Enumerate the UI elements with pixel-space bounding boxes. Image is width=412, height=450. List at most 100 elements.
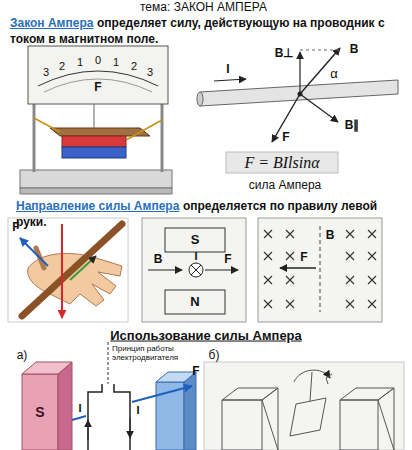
current-label: I xyxy=(226,63,229,77)
pole-label: N xyxy=(190,295,199,310)
drawing-stroke xyxy=(346,300,354,308)
drawing-stroke xyxy=(62,136,126,147)
vector-label: B∥ xyxy=(345,119,360,133)
drawing-stroke xyxy=(204,362,404,450)
vector-label: F xyxy=(12,221,19,235)
drawing-stroke xyxy=(165,290,225,314)
drawing-stroke xyxy=(300,50,340,51)
drawing-stroke xyxy=(264,230,272,238)
vector-label: B xyxy=(326,229,335,243)
drawing-stroke xyxy=(320,226,321,312)
drawing-stroke xyxy=(8,218,128,322)
drawing-stroke xyxy=(286,252,294,260)
drawing-stroke xyxy=(286,300,294,308)
drawing-stroke xyxy=(264,276,272,284)
vector-label: F xyxy=(300,251,307,265)
drawing-stroke xyxy=(300,48,340,94)
drawing-stroke xyxy=(294,370,330,382)
drawing-stroke xyxy=(346,230,354,238)
figure-note: Принцип работы электродвигателя xyxy=(112,344,200,362)
scale-number: 3 xyxy=(147,66,153,79)
drawing-stroke xyxy=(156,372,196,382)
text-paragraph: Закон Ампераопределяет силу, действующую… xyxy=(10,16,404,47)
drawing-stroke xyxy=(28,46,168,104)
item-letter: б) xyxy=(209,349,220,363)
conductor-vectors xyxy=(197,48,398,173)
page-title: тема: ЗАКОН АМПЕРА xyxy=(140,1,267,15)
drawing-stroke xyxy=(264,300,272,308)
drawing-stroke xyxy=(61,224,63,318)
drawing-stroke xyxy=(88,420,89,440)
drawing-stroke xyxy=(310,372,312,401)
meter-letter: F xyxy=(94,81,101,95)
drawing-stroke xyxy=(126,120,162,140)
drawing-stroke xyxy=(22,224,122,316)
text-paragraph: Направление силы Ампераопределяется по п… xyxy=(16,199,406,230)
scale-number: 0 xyxy=(95,54,101,67)
angle-label: α xyxy=(330,67,338,82)
drawing-stroke xyxy=(184,372,196,450)
formula-caption: сила Ампера xyxy=(249,179,322,193)
drawing-stroke xyxy=(130,418,131,438)
current-label: I xyxy=(194,250,197,263)
pole-label: S xyxy=(191,233,200,248)
vector-label: B xyxy=(350,43,359,57)
drawing-stroke xyxy=(258,218,382,322)
ampere-instrument xyxy=(20,46,172,194)
scale-number: 2 xyxy=(131,60,137,73)
drawing-stroke xyxy=(340,400,378,450)
scale-number: 2 xyxy=(59,60,65,73)
drawing-stroke xyxy=(368,276,376,284)
drawing-stroke xyxy=(326,374,332,384)
scale-number: 1 xyxy=(113,56,119,69)
drawing-stroke xyxy=(368,300,376,308)
drawing-stroke xyxy=(142,218,246,322)
current-label: I xyxy=(78,402,81,415)
vector-label: F xyxy=(224,253,231,267)
drawing-stroke xyxy=(132,386,192,402)
drawing-stroke xyxy=(200,80,398,106)
drawing-stroke xyxy=(378,388,394,450)
drawing-stroke xyxy=(280,267,316,268)
current-label: I xyxy=(136,404,139,417)
drawing-stroke xyxy=(22,374,58,450)
item-letter: а) xyxy=(17,349,28,363)
drawing-stroke xyxy=(88,384,130,450)
vector-label: B⊥ xyxy=(275,47,294,61)
drawing-stroke xyxy=(300,94,338,122)
drawing-stroke xyxy=(222,400,262,450)
drawing-stroke xyxy=(214,79,246,81)
drawing-stroke xyxy=(286,230,294,238)
drawing-stroke xyxy=(189,263,203,277)
scale-number: 1 xyxy=(77,56,83,69)
drawing-stroke xyxy=(161,104,164,172)
drawing-stroke xyxy=(20,238,48,266)
drawing-stroke xyxy=(368,252,376,260)
drawing-stroke xyxy=(262,388,278,450)
pole-label: S xyxy=(35,404,44,420)
section-heading: Использование силы Ампера xyxy=(110,329,302,344)
left-hand-rule xyxy=(8,218,128,322)
drawing-stroke xyxy=(340,388,394,400)
vector-label: F xyxy=(282,131,289,145)
drawing-stroke xyxy=(346,252,354,260)
field-crosses xyxy=(258,218,382,322)
drawing-stroke xyxy=(94,104,95,128)
formula: F = BIlsinα xyxy=(244,154,319,172)
drawing-stroke xyxy=(191,265,201,275)
drawing-stroke xyxy=(290,398,326,436)
drawing-stroke xyxy=(299,52,300,94)
drawing-stroke xyxy=(165,228,225,252)
drawing-stroke xyxy=(62,147,126,158)
drawing-stroke xyxy=(20,188,172,194)
drawing-stroke xyxy=(34,118,60,132)
scale-number: 3 xyxy=(43,66,49,79)
drawing-stroke xyxy=(58,362,72,450)
motor-sketch xyxy=(204,362,404,450)
drawing-stroke xyxy=(20,170,172,188)
drawing-stroke xyxy=(226,152,338,173)
drawing-stroke xyxy=(368,230,376,238)
drawing-stroke xyxy=(70,256,96,280)
drawing-stroke xyxy=(346,276,354,284)
drawing-stroke xyxy=(22,362,72,374)
